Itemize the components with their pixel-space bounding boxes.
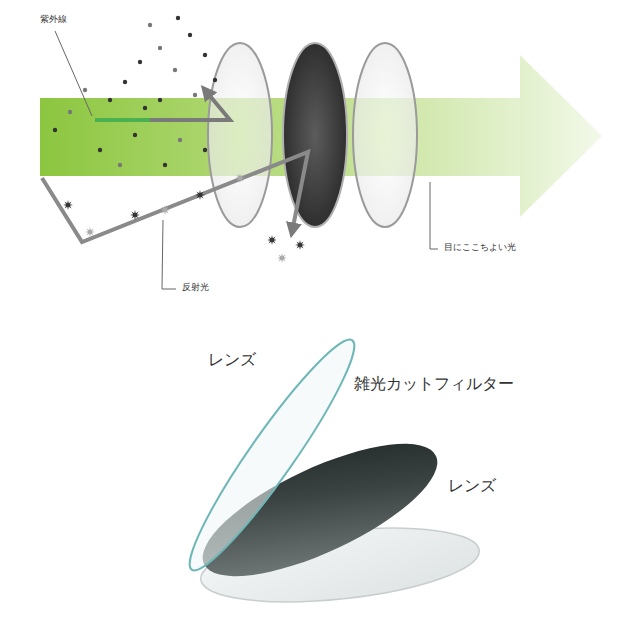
uv-particle (203, 148, 207, 152)
glare-spark (267, 235, 277, 245)
uv-particle (193, 93, 197, 97)
uv-particle (138, 60, 142, 64)
arrow-head (520, 55, 602, 217)
uv-particle (178, 138, 182, 142)
leader-line (55, 31, 92, 116)
uv-particle (188, 33, 192, 37)
reflection-label: 反射光 (180, 282, 211, 293)
lens-label: レンズ (446, 476, 498, 495)
leader-line (162, 220, 176, 289)
front-lens (174, 328, 371, 583)
lens-label: レンズ (206, 350, 258, 369)
clear-lens (353, 43, 417, 227)
uv-particle (98, 148, 102, 152)
glare-spark (235, 173, 245, 183)
uv-particle (68, 110, 72, 114)
glare-spark (130, 210, 140, 220)
uv-particle (143, 106, 147, 110)
uv-ray (95, 90, 230, 120)
reflected-ray (42, 152, 308, 242)
uv-particle (133, 133, 137, 137)
uv-particle (83, 88, 87, 92)
uv-particle (213, 78, 217, 82)
uv-particle (148, 23, 152, 27)
uv-particle (158, 46, 162, 50)
uv-particle (203, 53, 207, 57)
uv-ray-start (95, 118, 150, 122)
uv-particle (123, 80, 127, 84)
uv-particle (173, 68, 177, 72)
leader-line (430, 182, 438, 249)
glare-spark (85, 227, 95, 237)
uv-particle (118, 163, 122, 167)
glare-spark (160, 205, 170, 215)
clear-lens (208, 43, 272, 227)
uv-particle (53, 128, 57, 132)
glare-spark (295, 240, 305, 250)
uv-particle (158, 98, 162, 102)
uv-particle (108, 98, 112, 102)
uv-label: 紫外線 (38, 14, 69, 25)
glare-spark (63, 200, 73, 210)
comfort-light-label: 目にここちよい光 (442, 242, 518, 253)
glare-spark (277, 253, 287, 263)
filter-label: 雑光カットフィルター (352, 374, 516, 393)
glare-spark (195, 190, 205, 200)
filter-lens (283, 43, 347, 227)
uv-particle (176, 16, 180, 20)
uv-particle (163, 163, 167, 167)
